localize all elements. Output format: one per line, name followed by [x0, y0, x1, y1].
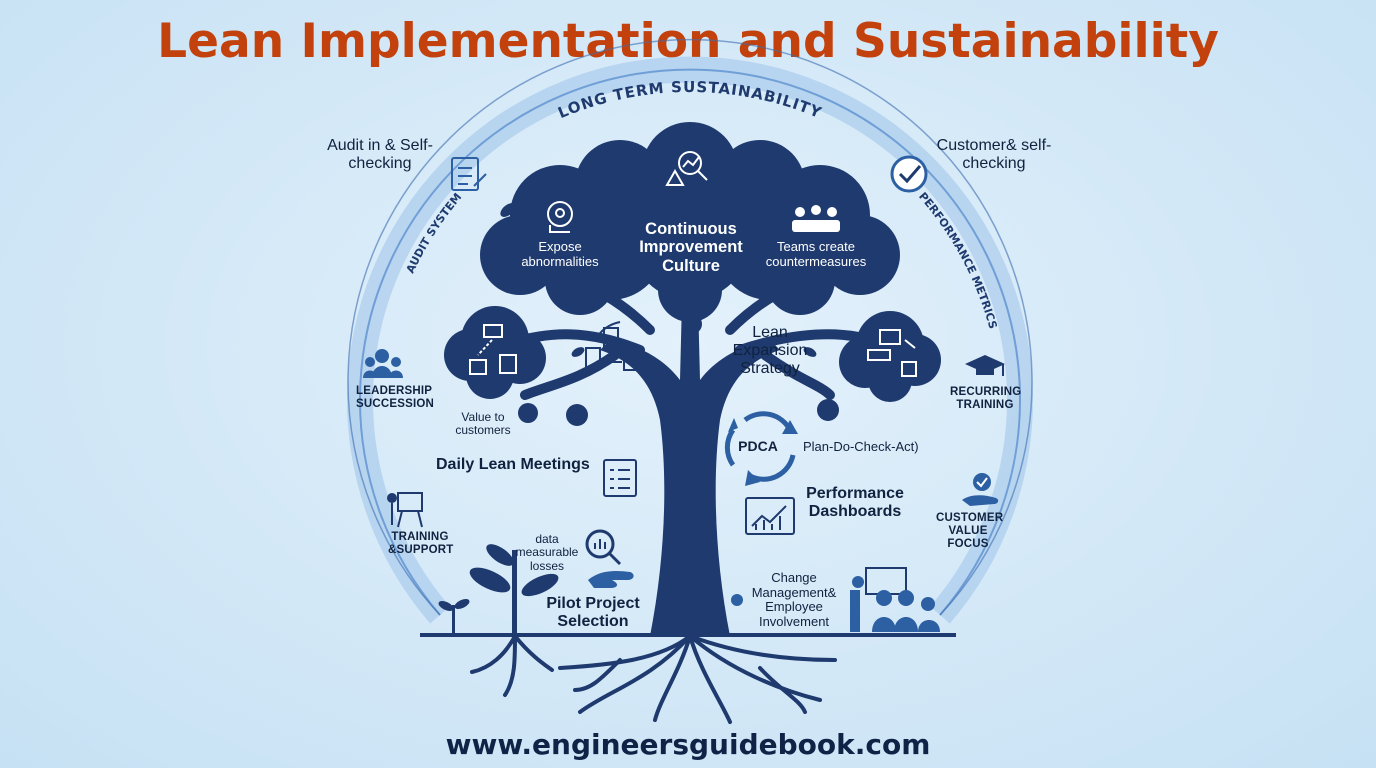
analysis-icon — [665, 151, 708, 186]
recurring-training-label: RECURRING TRAINING — [950, 386, 1022, 411]
canopy-left-label: Expose abnormalities — [521, 239, 599, 269]
leadership-succession-label: LEADERSHIP SUCCESSION — [356, 385, 435, 410]
trainer-board-icon — [387, 492, 423, 528]
customer-self-checking-label: Customer& self-checking — [936, 137, 1052, 172]
pilot-project-label: Pilot Project Selection — [546, 595, 640, 630]
factory-flow-icon — [469, 324, 517, 375]
dashboard-chart-icon — [745, 497, 795, 535]
brain-head-icon — [547, 201, 573, 233]
training-support-label: TRAINING &SUPPORT — [388, 531, 454, 556]
performance-dashboards-label: Performance Dashboards — [806, 485, 904, 520]
team-meeting-icon — [792, 205, 840, 232]
canopy-right-label: Teams create countermeasures — [765, 239, 867, 269]
customer-value-icon — [962, 473, 999, 506]
left-cloud — [444, 306, 546, 399]
expansion-buildings-icon — [585, 321, 641, 371]
tree-trunk — [600, 300, 780, 636]
logistics-icon — [867, 329, 917, 377]
audit-clipboard-icon — [451, 157, 487, 191]
checklist-icon — [603, 459, 637, 497]
data-magnifier-icon — [585, 529, 622, 566]
audit-self-checking-label: Audit in & Self-checking — [327, 137, 433, 172]
sustainability-ring — [347, 38, 1033, 624]
apples — [518, 314, 839, 426]
leaves — [500, 178, 817, 357]
pdca-arrows — [728, 418, 798, 486]
checkmark-circle-icon — [890, 155, 928, 193]
pdca-full-label: Plan-Do-Check-Act) — [803, 439, 919, 454]
data-losses-label: data measurable losses — [515, 532, 579, 573]
tree-canopy — [480, 122, 900, 322]
daily-lean-meetings-label: Daily Lean Meetings — [436, 456, 590, 473]
graduation-cap-icon — [965, 355, 1005, 376]
lean-expansion-label: Lean Expansion Strategy — [732, 324, 808, 377]
sprout-plant — [438, 544, 559, 636]
tree-roots — [470, 634, 837, 724]
customer-value-focus-label: CUSTOMER VALUE FOCUS — [936, 512, 1004, 550]
employee-group-icon — [850, 567, 940, 632]
gear-icon — [731, 594, 743, 606]
value-to-customers-label: Value to customers — [455, 410, 511, 438]
hand-icon — [588, 570, 634, 588]
canopy-center-label: Continuous Improvement Culture — [639, 220, 743, 275]
pdca-label: PDCA — [738, 438, 778, 454]
change-management-label: Change Management& Employee Involvement — [751, 570, 837, 629]
leadership-people-icon — [363, 349, 403, 378]
footer-url[interactable]: www.engineersguidebook.com — [445, 728, 931, 761]
